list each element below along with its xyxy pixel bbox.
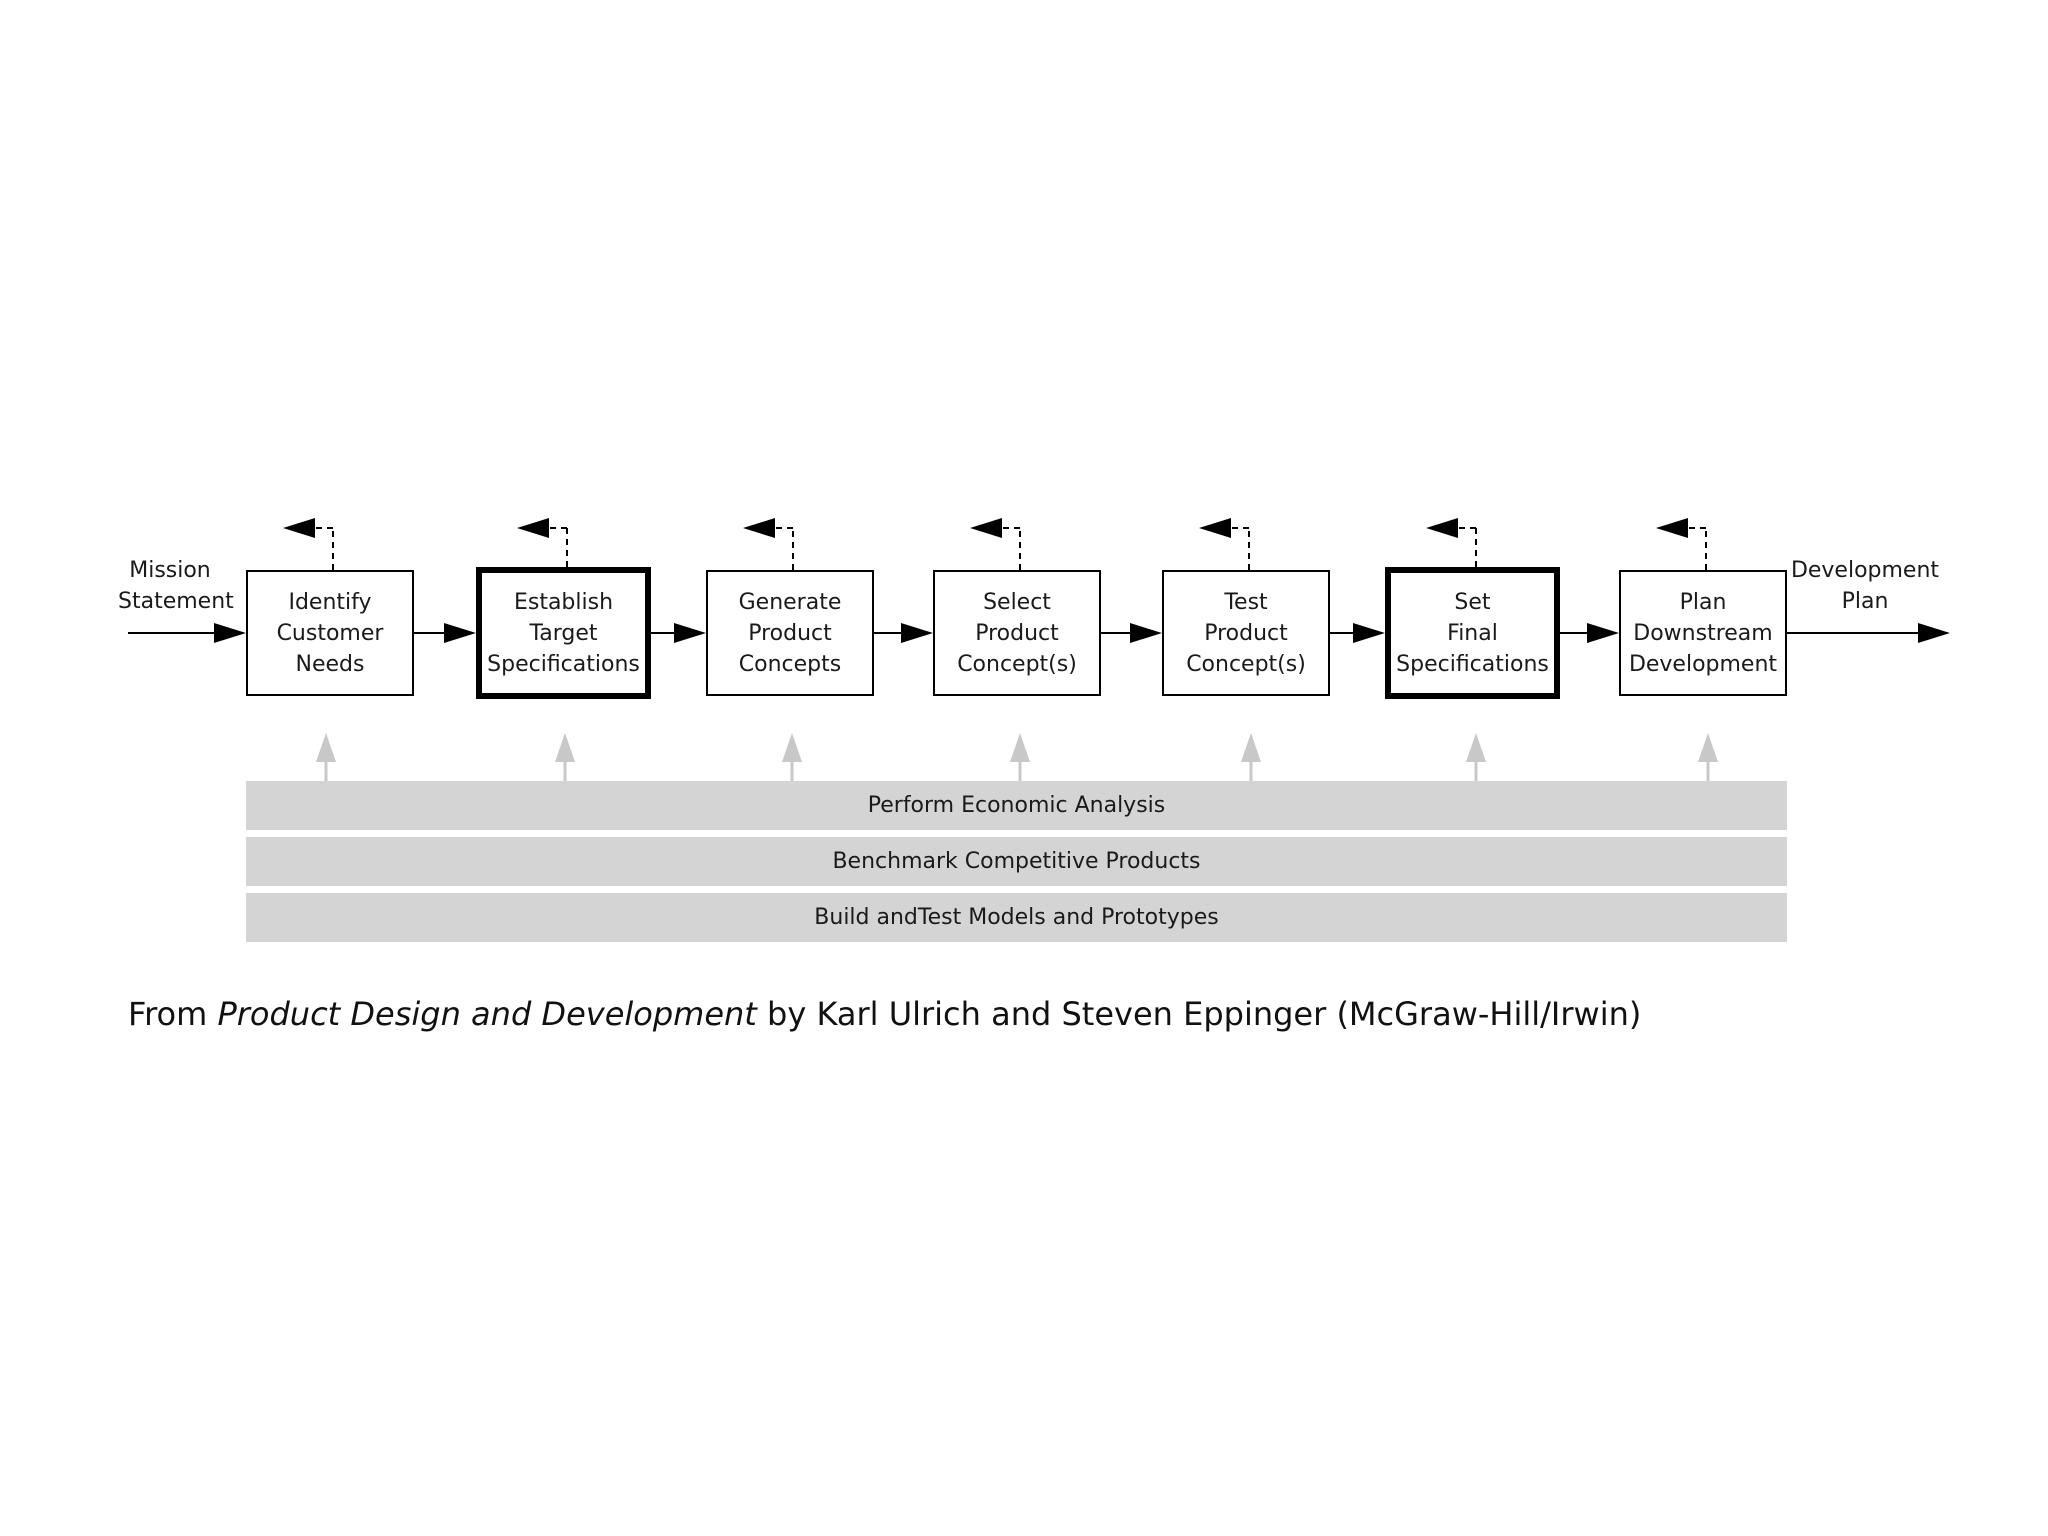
support-band-models-prototypes-label: Build andTest Models and Prototypes [814,905,1219,930]
flow-arrow-step-6-to-7-head [1587,623,1619,643]
support-arrow-head-4 [1010,733,1030,762]
input-label-mission-statement: Mission Statement [118,555,234,617]
feedback-arrow-head-2 [517,518,549,538]
step-6-line-3: Specifications [1396,651,1549,677]
step-1-line-3: Needs [295,651,365,677]
feedback-arrow-head-6 [1426,518,1458,538]
step-plan-downstream-development: Plan Downstream Development [1619,570,1787,696]
step-5-line-3: Concept(s) [1186,651,1306,677]
step-establish-target-specifications: Establish Target Specifications [476,567,651,699]
feedback-arrow-head-5 [1199,518,1231,538]
output-label-line-1: Development [1790,558,1940,583]
step-4-line-1: Select [983,589,1051,615]
step-select-product-concepts: Select Product Concept(s) [933,570,1101,696]
flow-arrow-step-4-to-5-head [1130,623,1162,643]
step-3-line-1: Generate [738,589,842,615]
step-identify-customer-needs: Identify Customer Needs [246,570,414,696]
support-band-economic-analysis: Perform Economic Analysis [246,781,1787,830]
step-2-line-2: Target [529,620,598,646]
step-3-line-2: Product [748,620,832,646]
flow-arrow-step-2-to-3-head [674,623,706,643]
support-band-benchmark-products-label: Benchmark Competitive Products [832,849,1201,874]
support-arrow-head-5 [1241,733,1261,762]
support-arrow-head-2 [555,733,575,762]
step-2-line-3: Specifications [487,651,640,677]
step-set-final-specifications: Set Final Specifications [1385,567,1560,699]
step-5-line-1: Test [1224,589,1268,615]
feedback-arrow-head-7 [1656,518,1688,538]
step-test-product-concepts: Test Product Concept(s) [1162,570,1330,696]
feedback-arrow-head-3 [743,518,775,538]
output-label-development-plan: Development Plan [1790,555,1940,617]
caption-suffix: by Karl Ulrich and Steven Eppinger (McGr… [756,995,1642,1033]
flow-arrow-step-5-to-6-head [1353,623,1385,643]
support-band-models-prototypes: Build andTest Models and Prototypes [246,893,1787,942]
support-band-economic-analysis-label: Perform Economic Analysis [867,793,1166,818]
step-6-line-2: Final [1447,620,1498,646]
step-1-line-2: Customer [276,620,384,646]
feedback-arrow-head-1 [283,518,315,538]
step-6-line-1: Set [1454,589,1491,615]
step-7-line-2: Downstream [1633,620,1773,646]
step-4-line-2: Product [975,620,1059,646]
flow-arrow-mission-to-step-1-head [214,623,246,643]
feedback-arrow-head-4 [970,518,1002,538]
support-arrow-head-6 [1466,733,1486,762]
support-arrow-head-3 [782,733,802,762]
step-generate-product-concepts: Generate Product Concepts [706,570,874,696]
flow-arrow-step-7-to-development-plan-head [1918,623,1950,643]
step-2-line-1: Establish [513,589,614,615]
flow-arrow-step-1-to-2-head [444,623,476,643]
step-3-line-3: Concepts [738,651,842,677]
support-arrow-head-1 [316,733,336,762]
step-5-line-2: Product [1204,620,1288,646]
step-4-line-3: Concept(s) [957,651,1077,677]
step-7-line-1: Plan [1679,589,1727,615]
output-label-line-2: Plan [1841,589,1889,614]
caption-book-title: Product Design and Development [217,995,757,1033]
support-arrow-head-7 [1698,733,1718,762]
step-1-line-1: Identify [288,589,372,615]
source-caption: From Product Design and Development by K… [128,994,1641,1034]
caption-prefix: From [128,995,218,1033]
support-band-benchmark-products: Benchmark Competitive Products [246,837,1787,886]
input-label-line-1: Mission [129,558,211,583]
step-7-line-3: Development [1628,651,1778,677]
input-label-line-2: Statement [118,589,234,614]
flow-arrow-step-3-to-4-head [901,623,933,643]
